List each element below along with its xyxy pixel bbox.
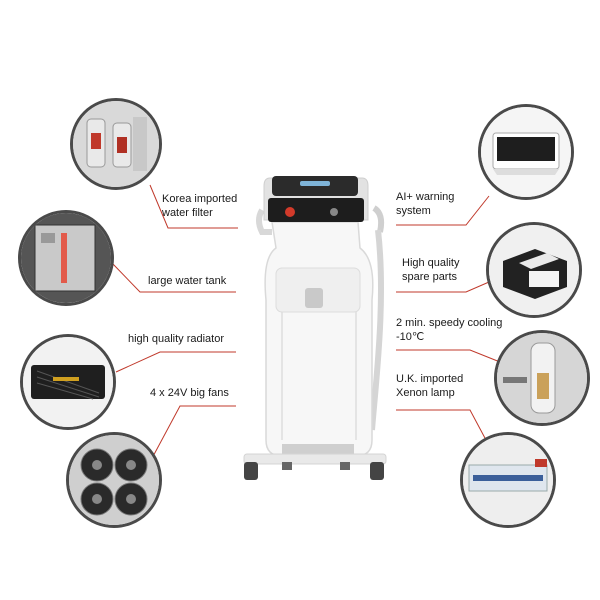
connector-fans <box>149 405 236 463</box>
label-fans-line1: 4 x 24V big fans <box>150 387 229 399</box>
handpiece-icon <box>497 333 587 423</box>
label-warning-line1: AI+ warning <box>396 191 455 203</box>
label-fans: 4 x 24V big fans <box>150 386 229 400</box>
xenon-lamp-photo <box>460 432 556 528</box>
connector-warning <box>396 195 490 226</box>
label-water-tank: large water tank <box>148 274 226 288</box>
label-spare-parts-line2: spare parts <box>402 271 458 283</box>
label-radiator-line1: high quality radiator <box>128 333 225 345</box>
screen-photo <box>478 104 574 200</box>
connector-lamp <box>396 409 487 441</box>
connector-water-filter <box>149 184 238 229</box>
label-spare-parts: High quality spare parts <box>402 256 459 284</box>
label-warning-line2: system <box>396 205 431 217</box>
label-water-filter-line1: Korea imported <box>162 193 238 205</box>
water-tank-photo <box>18 210 114 306</box>
label-water-tank-line1: large water tank <box>148 275 227 287</box>
fans-icon <box>69 435 159 525</box>
label-water-filter-line2: water filter <box>162 207 213 219</box>
connector-water-tank <box>111 262 236 293</box>
connector-spare-parts <box>396 281 490 293</box>
label-cooling: 2 min. speedy cooling -10℃ <box>396 316 502 344</box>
label-cooling-line2: -10℃ <box>396 331 425 343</box>
radiator-icon <box>23 337 113 427</box>
label-lamp-line1: U.K. imported <box>396 373 464 385</box>
xenon-lamp-icon <box>463 435 553 525</box>
handpiece-photo <box>494 330 590 426</box>
label-spare-parts-line1: High quality <box>402 257 460 269</box>
connector-cooling <box>396 349 501 363</box>
spare-parts-box-icon <box>489 225 579 315</box>
radiator-photo <box>20 334 116 430</box>
water-filter-photo <box>70 98 162 190</box>
spare-parts-box-photo <box>486 222 582 318</box>
label-cooling-line1: 2 min. speedy cooling <box>396 317 503 329</box>
water-filter-icon <box>73 101 159 187</box>
label-lamp-line2: Xenon lamp <box>396 387 455 399</box>
label-radiator: high quality radiator <box>128 332 224 346</box>
label-warning: AI+ warning system <box>396 190 454 218</box>
label-water-filter: Korea imported water filter <box>162 192 237 220</box>
connector-radiator <box>115 351 236 373</box>
label-lamp: U.K. imported Xenon lamp <box>396 372 463 400</box>
screen-icon <box>481 107 571 197</box>
water-tank-icon <box>21 213 111 303</box>
fans-photo <box>66 432 162 528</box>
